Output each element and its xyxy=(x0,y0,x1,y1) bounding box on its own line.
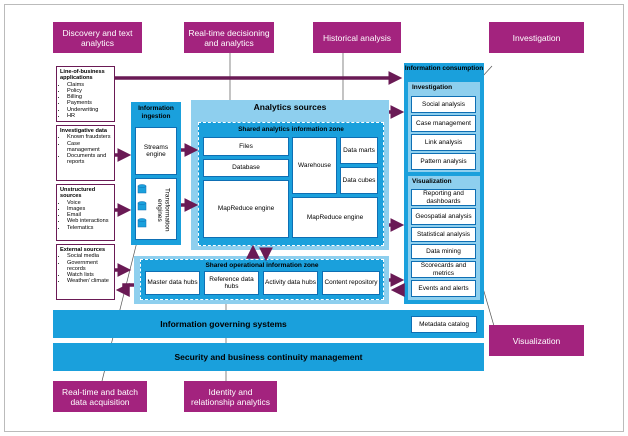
security-continuity-bar: Security and business continuity managem… xyxy=(53,343,484,371)
callout-investigation: Investigation xyxy=(489,22,584,53)
content-repository-box: Content repository xyxy=(322,271,380,295)
source-title: Investigative data xyxy=(60,128,107,134)
link-analysis-box: Link analysis xyxy=(411,134,476,151)
master-data-hubs-box: Master data hubs xyxy=(145,271,200,295)
visualization-title: Visualization xyxy=(412,178,452,185)
list-item: Case management xyxy=(67,141,111,154)
data-cubes-box: Data cubes xyxy=(340,167,378,194)
list-item: Billing xyxy=(67,94,111,100)
source-line-of-business: Line-of-business applications Claims Pol… xyxy=(56,66,115,122)
governing-title: Information governing systems xyxy=(160,319,287,329)
list-item: Email xyxy=(67,212,111,218)
activity-data-hubs-box: Activity data hubs xyxy=(263,271,318,295)
list-item: Images xyxy=(67,206,111,212)
list-item: Policy xyxy=(67,88,111,94)
source-title: Unstructured sources xyxy=(60,187,96,200)
list-item: Documents and reports xyxy=(67,153,111,166)
mapreduce-left-box: MapReduce engine xyxy=(203,180,289,238)
source-unstructured: Unstructured sources Voice Images Email … xyxy=(56,184,115,241)
social-analysis-box: Social analysis xyxy=(411,96,476,113)
files-box: Files xyxy=(203,137,289,156)
scorecards-metrics-box: Scorecards and metrics xyxy=(411,261,476,278)
list-item: Weather/ climate xyxy=(67,278,111,284)
source-investigative-data: Investigative data Known fraudsters Case… xyxy=(56,125,115,181)
source-title: Line-of-business applications xyxy=(60,69,105,82)
callout-identity: Identity and relationship analytics xyxy=(184,381,277,412)
zone-title: Shared analytics information zone xyxy=(238,126,344,133)
reference-data-hubs-box: Reference data hubs xyxy=(204,271,259,295)
list-item: Payments xyxy=(67,100,111,106)
database-box: Database xyxy=(203,159,289,177)
source-title: External sources xyxy=(60,247,106,253)
pattern-analysis-box: Pattern analysis xyxy=(411,153,476,170)
mapreduce-right-box: MapReduce engine xyxy=(292,197,378,238)
geospatial-analysis-box: Geospatial analysis xyxy=(411,208,476,225)
list-item: Social media xyxy=(67,253,111,259)
streams-engine-box: Streams engine xyxy=(135,127,177,175)
transformation-label: Transformation engines xyxy=(156,188,171,232)
reporting-dashboards-box: Reporting and dashboards xyxy=(411,189,476,206)
zone-title: Shared operational information zone xyxy=(205,262,319,269)
analytics-sources-title: Analytics sources xyxy=(253,102,327,112)
list-item: HR xyxy=(67,113,111,119)
callout-acquisition: Real-time and batch data acquisition xyxy=(53,381,147,412)
callout-historical: Historical analysis xyxy=(313,22,401,53)
list-item: Government records xyxy=(67,260,111,273)
list-item: Underwriting xyxy=(67,107,111,113)
data-mining-box: Data mining xyxy=(411,244,476,259)
case-management-box: Case management xyxy=(411,115,476,132)
warehouse-box: Warehouse xyxy=(292,137,337,194)
callout-realtime: Real-time decisioning and analytics xyxy=(184,22,274,53)
arrow-operational-back xyxy=(122,283,134,290)
list-item: Voice xyxy=(67,200,111,206)
events-alerts-box: Events and alerts xyxy=(411,280,476,297)
list-item: Telematics xyxy=(67,225,111,231)
list-item: Web interactions xyxy=(67,218,111,224)
metadata-catalog-box: Metadata catalog xyxy=(411,316,477,333)
callout-discovery: Discovery and text analytics xyxy=(53,22,142,53)
list-item: Claims xyxy=(67,82,111,88)
list-item: Watch lists xyxy=(67,272,111,278)
consumption-title: Information consumption xyxy=(404,65,484,72)
list-item: Known fraudsters xyxy=(67,134,111,140)
diagram-frame xyxy=(4,4,624,432)
source-external: External sources Social media Government… xyxy=(56,244,115,300)
callout-visualization: Visualization xyxy=(489,325,584,356)
investigation-title: Investigation xyxy=(412,84,453,91)
data-marts-box: Data marts xyxy=(340,137,378,164)
statistical-analysis-box: Statistical analysis xyxy=(411,227,476,242)
ingestion-title: Information ingestion xyxy=(138,105,174,120)
